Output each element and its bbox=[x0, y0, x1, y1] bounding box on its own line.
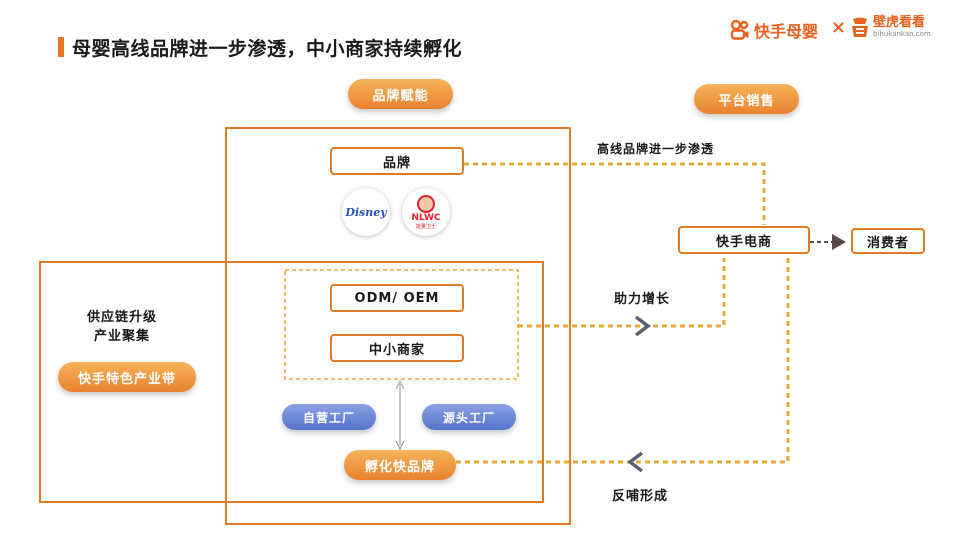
logo-separator: × bbox=[831, 17, 847, 38]
kuaishou-muying-logo: 快手母婴 bbox=[730, 18, 818, 42]
flow-feedback-label: 反哺形成 bbox=[612, 489, 669, 504]
supply-chain-upgrade-text: 供应链升级 bbox=[86, 310, 157, 325]
kuaishou-logo-icon bbox=[730, 20, 749, 40]
kuaishou-belt-pill: 快手特色产业带 bbox=[58, 362, 196, 392]
flow-growth-label: 助力增长 bbox=[614, 292, 671, 307]
bihukankan-url: bihukankan.com bbox=[873, 30, 931, 38]
feedback-chevron-icon bbox=[627, 451, 644, 473]
supply-chain-label: 供应链升级 产业聚集 bbox=[82, 308, 162, 346]
incubate-brand-pill: 孵化快品牌 bbox=[344, 450, 456, 480]
brand-empower-pill: 品牌赋能 bbox=[348, 79, 453, 109]
kuaishou-ecom-box: 快手电商 bbox=[678, 226, 810, 254]
supply-chain-frame bbox=[39, 261, 544, 503]
nlw-logo: NLWC 能量卫士 bbox=[411, 194, 441, 230]
self-factory-pill: 自营工厂 bbox=[282, 404, 376, 430]
growth-chevron-icon bbox=[634, 315, 651, 337]
brand-to-ecom-line bbox=[464, 162, 766, 225]
disney-logo-circle: Disney bbox=[342, 188, 390, 236]
consumer-box: 消费者 bbox=[851, 228, 925, 254]
bihukankan-logo-text: 壁虎看看 bbox=[873, 15, 926, 30]
flow-high-brand-label: 高线品牌进一步渗透 bbox=[597, 142, 715, 156]
source-factory-pill: 源头工厂 bbox=[422, 404, 516, 430]
odm-oem-box: ODM/ OEM bbox=[330, 284, 464, 312]
title-accent-bar bbox=[58, 37, 64, 57]
kuaishou-muying-logo-text: 快手母婴 bbox=[754, 22, 819, 41]
nlw-logo-circle: NLWC 能量卫士 bbox=[402, 188, 450, 236]
industry-cluster-text: 产业聚集 bbox=[93, 329, 150, 344]
nlw-mascot-icon bbox=[416, 194, 435, 213]
disney-logo: Disney bbox=[345, 205, 387, 219]
bihu-logo-icon bbox=[852, 17, 868, 37]
bihukankan-logo: 壁虎看看 bihukankan.com bbox=[850, 16, 931, 39]
brand-empower-frame bbox=[225, 127, 571, 525]
nlw-logo-text: NLWC bbox=[411, 212, 441, 223]
sme-box: 中小商家 bbox=[330, 334, 464, 362]
nlw-logo-subtext: 能量卫士 bbox=[415, 223, 436, 230]
ecom-to-incubate-line bbox=[453, 258, 790, 464]
page-title: 母婴高线品牌进一步渗透，中小商家持续孵化 bbox=[72, 38, 463, 60]
brand-box: 品牌 bbox=[330, 147, 464, 175]
platform-sales-pill: 平台销售 bbox=[694, 84, 799, 114]
